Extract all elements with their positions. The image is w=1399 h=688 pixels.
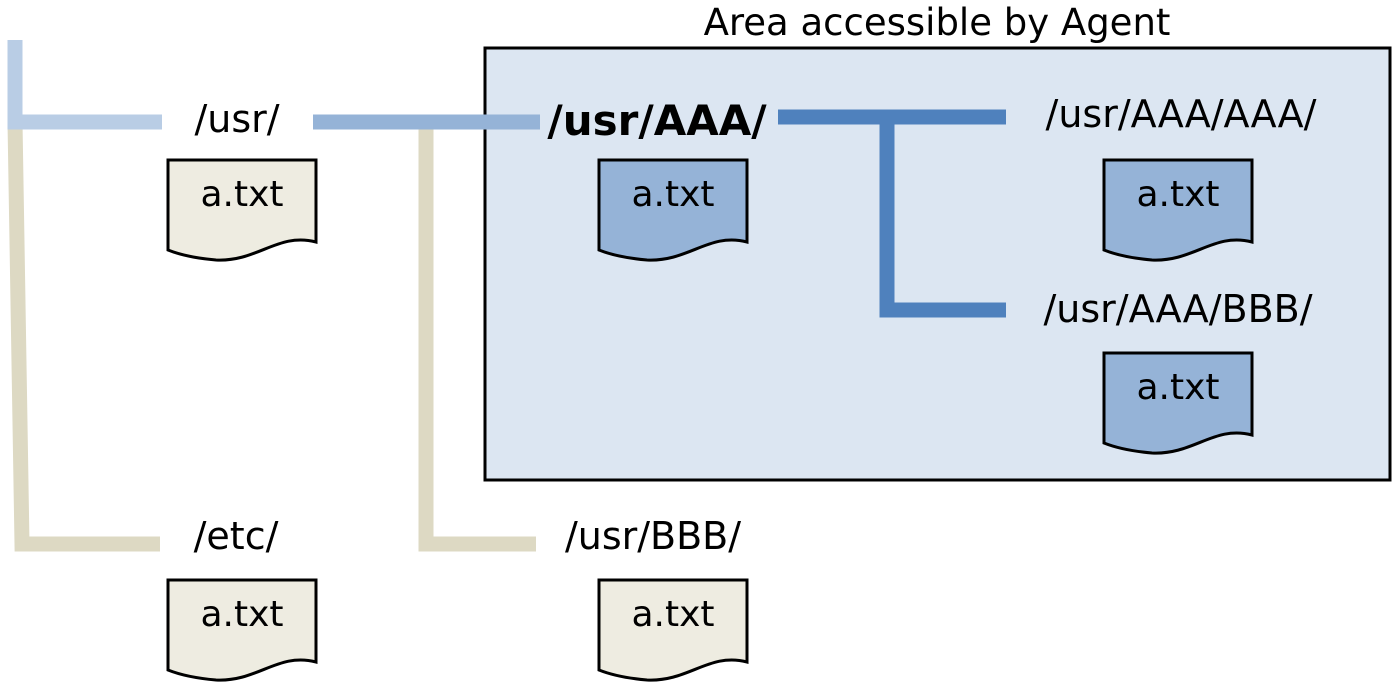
connector-usr-aaa-to-bbb [879, 117, 1006, 318]
beige-connectors [7, 121, 536, 552]
dir-label-usr-aaa-bbb: /usr/AAA/BBB/ [1043, 287, 1312, 331]
dir-label-usr-bbb: /usr/BBB/ [565, 514, 741, 558]
file-doc-usr-aaa-bbb: a.txt [1102, 351, 1254, 455]
dir-label-usr-aaa-aaa: /usr/AAA/AAA/ [1046, 92, 1317, 136]
dir-label-usr: /usr/ [194, 97, 279, 141]
blue-connectors [7, 40, 1006, 318]
connector-root-to-usr [7, 40, 162, 130]
file-label: a.txt [631, 594, 714, 635]
document-icon [1102, 351, 1254, 455]
file-doc-usr-aaa: a.txt [597, 158, 749, 262]
file-label: a.txt [200, 594, 283, 635]
file-doc-etc: a.txt [166, 578, 318, 682]
dir-label-etc: /etc/ [194, 514, 279, 558]
file-label: a.txt [1136, 174, 1219, 215]
document-icon [597, 578, 749, 682]
document-icon [1102, 158, 1254, 262]
dir-label-usr-aaa: /usr/AAA/ [547, 96, 767, 145]
file-label: a.txt [200, 174, 283, 215]
file-doc-usr: a.txt [166, 158, 318, 262]
document-icon [166, 578, 318, 682]
document-icon [597, 158, 749, 262]
file-label: a.txt [1136, 367, 1219, 408]
document-icon [166, 158, 318, 262]
connector-root-to-etc [7, 121, 160, 552]
connector-usr-to-usr-bbb [418, 122, 536, 552]
file-doc-usr-bbb: a.txt [597, 578, 749, 682]
file-label: a.txt [631, 174, 714, 215]
file-doc-usr-aaa-aaa: a.txt [1102, 158, 1254, 262]
accessible-area-title: Area accessible by Agent [704, 1, 1171, 44]
